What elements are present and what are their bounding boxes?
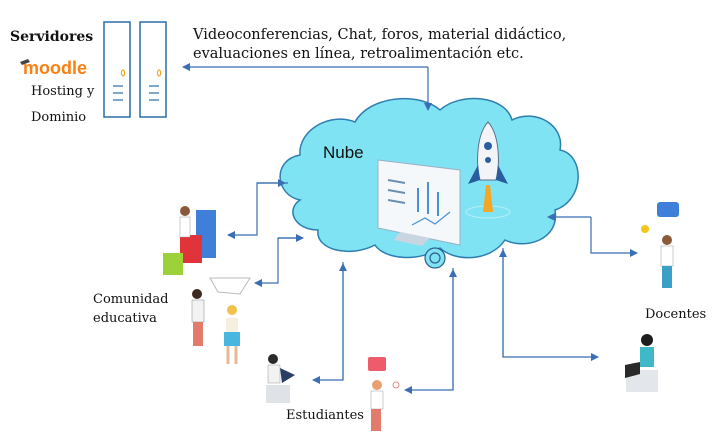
server-icon-2 <box>139 21 167 118</box>
servers-label: Servidores <box>10 29 94 45</box>
moodle-logo: moodle <box>18 56 88 82</box>
monitor-icon <box>377 159 461 246</box>
teachers-illustration <box>625 202 679 392</box>
domain-label: Dominio <box>31 110 87 125</box>
target-icon <box>424 247 446 269</box>
services-line-1: Videoconferencias, Chat, foros, material… <box>193 27 567 43</box>
community-label: Comunidad educativa <box>93 290 168 328</box>
community-line-1: Comunidad <box>93 292 169 307</box>
connector-arrows <box>182 63 638 394</box>
students-illustration <box>266 354 400 431</box>
services-description: Videoconferencias, Chat, foros, material… <box>193 26 566 64</box>
services-line-2: evaluaciones en línea, retroalimentación… <box>193 46 524 62</box>
community-illustration <box>163 206 251 364</box>
community-line-2: educativa <box>93 311 157 326</box>
students-label: Estudiantes <box>286 408 364 423</box>
hosting-label: Hosting y <box>31 84 95 99</box>
teachers-label: Docentes <box>645 307 707 322</box>
rocket-icon <box>465 121 511 219</box>
server-icon-1 <box>103 21 131 118</box>
cloud-label: Nube <box>323 143 364 162</box>
moodle-logo-text: moodle <box>23 58 87 78</box>
